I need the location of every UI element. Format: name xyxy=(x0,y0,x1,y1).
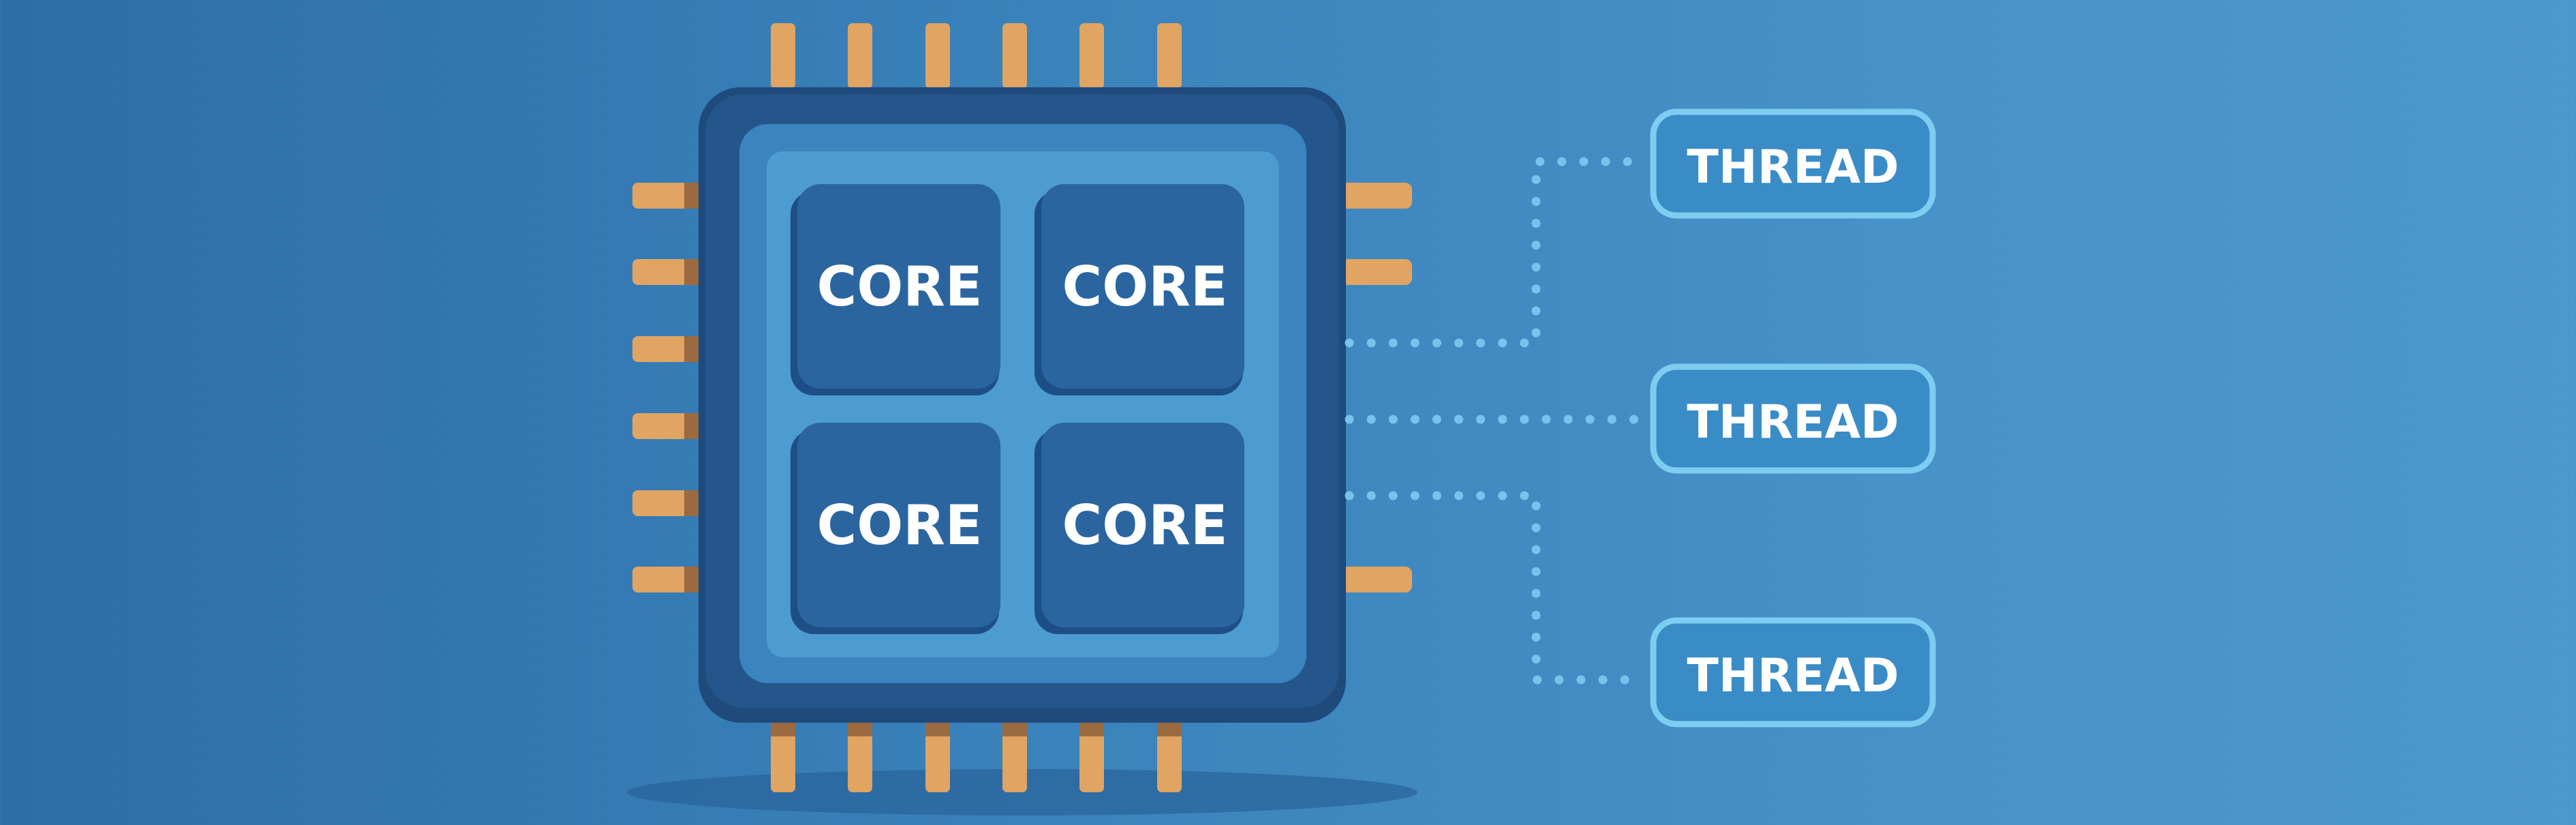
pin xyxy=(1002,23,1027,89)
core-2: CORE xyxy=(1034,184,1244,395)
pin xyxy=(1336,183,1412,209)
pin xyxy=(1336,259,1412,285)
core-grid: CORE CORE CORE CORE xyxy=(791,184,1244,634)
core-1: CORE xyxy=(791,184,1000,395)
thread-1: THREAD xyxy=(1650,108,1936,219)
thread-3: THREAD xyxy=(1650,617,1936,728)
thread-box xyxy=(1650,617,1936,728)
thread-label: THREAD xyxy=(1687,649,1899,703)
thread-box xyxy=(1650,108,1936,219)
core-3: CORE xyxy=(791,423,1000,634)
bottom-pin-shadows xyxy=(771,721,1182,736)
pin xyxy=(925,23,950,89)
right-pins xyxy=(1336,183,1412,592)
pin xyxy=(1336,567,1412,592)
core-label: CORE xyxy=(817,255,983,318)
pin xyxy=(1079,23,1104,89)
pin xyxy=(771,23,795,89)
core-label: CORE xyxy=(1062,255,1228,318)
thread-label: THREAD xyxy=(1687,140,1899,194)
connector-top xyxy=(1345,157,1643,348)
core-label: CORE xyxy=(817,494,983,557)
left-pins xyxy=(632,183,714,592)
top-pins xyxy=(771,23,1182,89)
thread-connectors xyxy=(1345,157,1643,685)
thread-box xyxy=(1650,363,1936,474)
pin xyxy=(1157,23,1182,89)
core-4: CORE xyxy=(1034,423,1244,634)
core-label: CORE xyxy=(1062,494,1228,557)
pin xyxy=(848,23,872,89)
thread-label: THREAD xyxy=(1687,395,1899,449)
thread-2: THREAD xyxy=(1650,363,1936,474)
